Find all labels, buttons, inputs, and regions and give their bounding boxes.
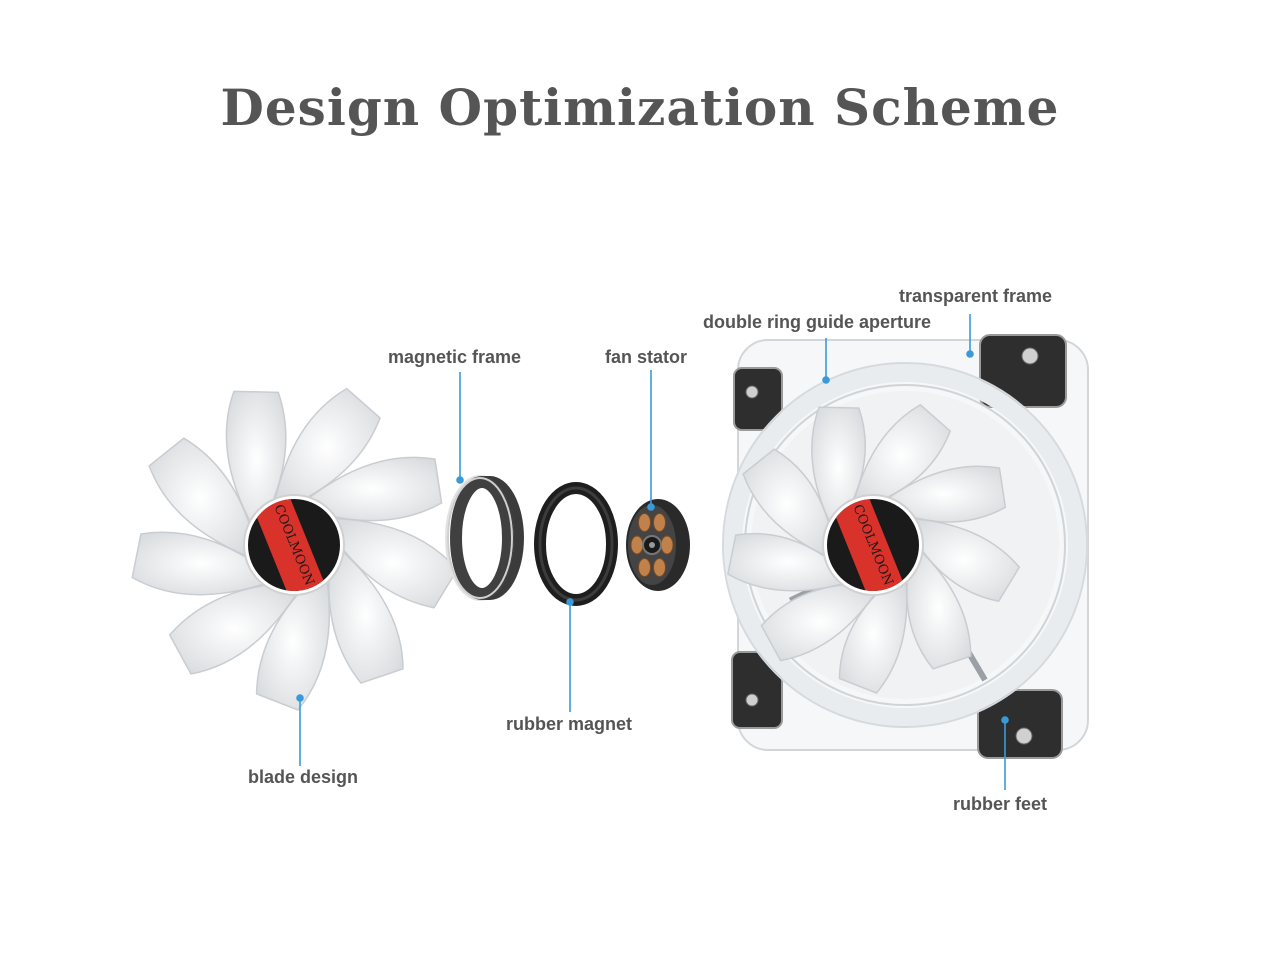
stator-coil [638, 558, 651, 578]
fan-blade-assembly: COOLMOON [131, 387, 459, 711]
fan-blade [327, 545, 404, 684]
fan-blade [742, 448, 832, 560]
fan-blade [148, 437, 253, 560]
label-fan-stator: fan stator [605, 347, 688, 367]
fan-blade [811, 406, 867, 530]
magnetic-frame-part [445, 475, 524, 601]
stator-coil [653, 558, 666, 578]
fan-blade [760, 583, 880, 662]
fan-blade [225, 390, 287, 530]
label-rubber-feet: rubber feet [953, 794, 1048, 814]
fan-blade [131, 531, 272, 596]
stator-coil [638, 512, 651, 532]
fan-blades [131, 387, 459, 711]
fan-blade [851, 403, 952, 507]
label-transparent-frame: transparent frame [899, 286, 1053, 306]
fan-blade [272, 387, 381, 507]
assembled-fan-blades [727, 403, 1021, 694]
fan-blade [906, 545, 972, 670]
rubber-feet [731, 334, 1067, 759]
label-magnetic-frame: magnetic frame [388, 347, 522, 367]
stator-coil [630, 535, 644, 555]
fan-stator-part [626, 499, 690, 591]
label-double-ring: double ring guide aperture [703, 312, 932, 332]
page-title: Design Optimization Scheme [220, 78, 1060, 137]
assembled-fan: COOLMOON [722, 334, 1089, 759]
fan-blade [327, 517, 459, 609]
leader-lines [296, 314, 1009, 790]
rubber-magnet-part [534, 482, 618, 606]
fan-blade [302, 456, 443, 522]
label-blade-design: blade design [248, 767, 359, 787]
fan-blade [168, 583, 301, 675]
fan-blade [727, 532, 851, 592]
fan-blade [838, 573, 908, 694]
fan-blade [255, 573, 331, 711]
stator-coil [660, 535, 674, 555]
label-rubber-magnet: rubber magnet [506, 714, 633, 734]
fan-blade [881, 465, 1007, 523]
stator-coil [653, 512, 666, 532]
fan-blade [906, 517, 1021, 603]
